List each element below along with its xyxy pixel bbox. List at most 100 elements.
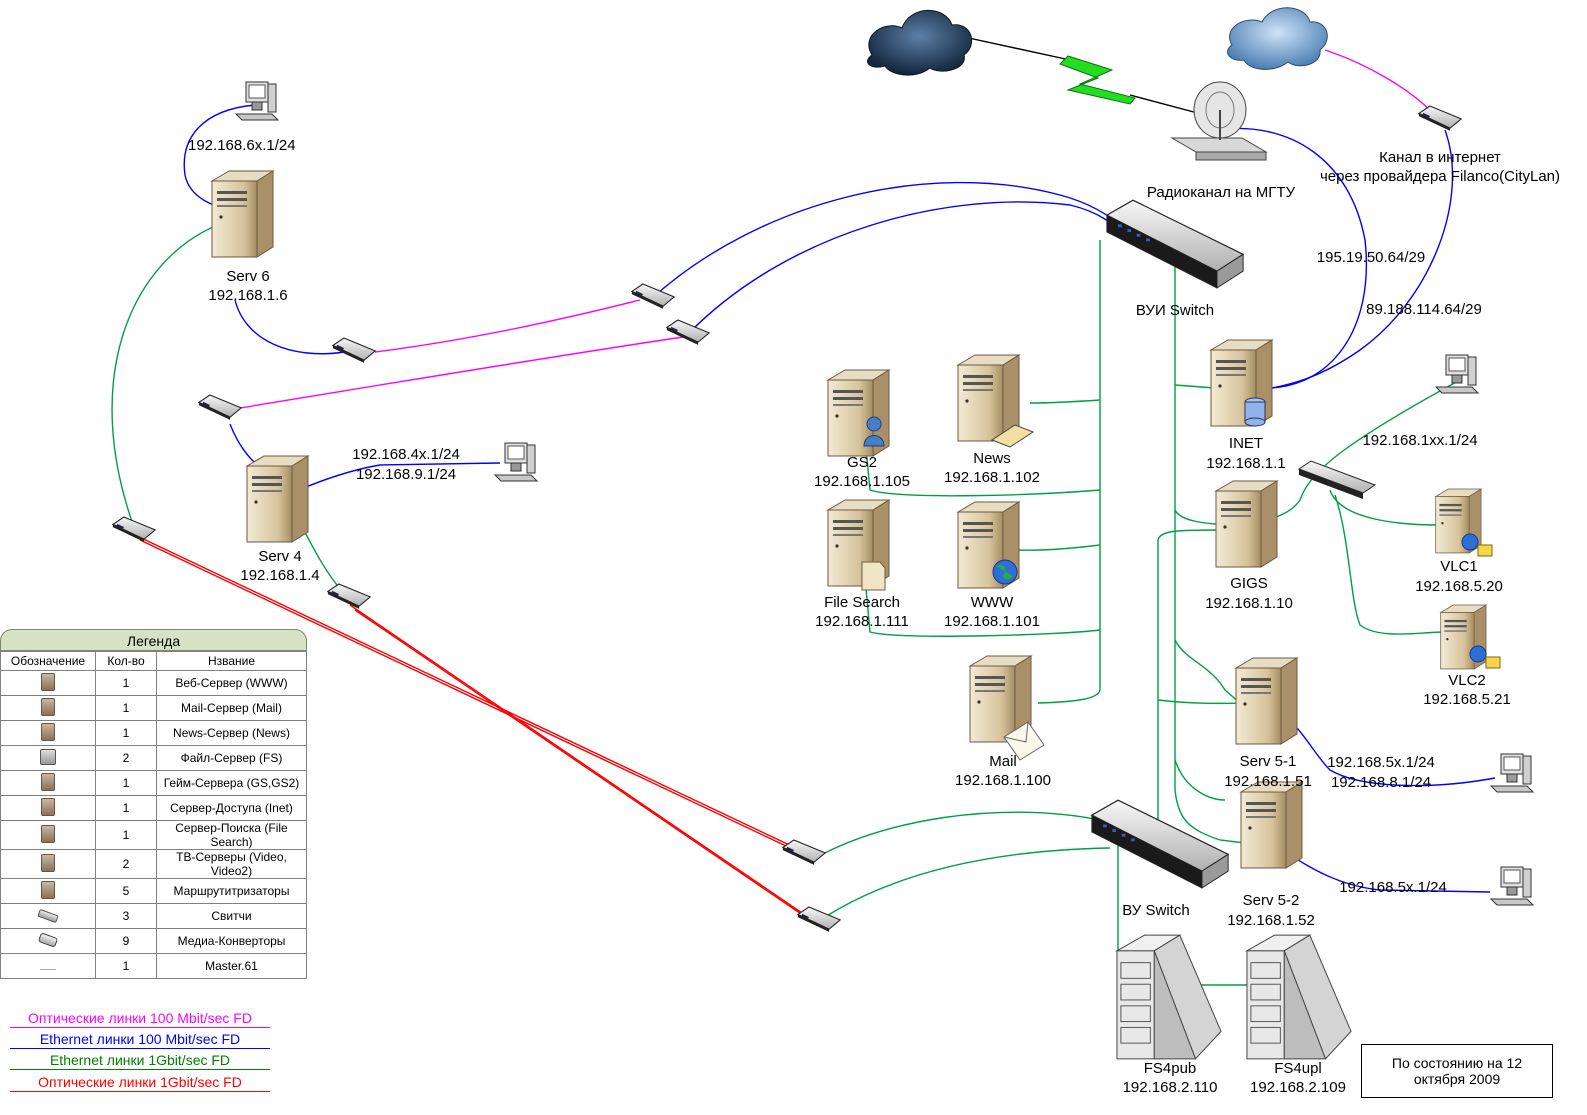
server-ip: 192.168.1.101 [944, 613, 1040, 630]
legend-count: 1 [95, 695, 157, 721]
legend-row: 3 Свитчи [0, 903, 307, 929]
legend-name: Сервер-Поиска (File Search) [156, 820, 307, 850]
legend-count: 1 [95, 770, 157, 796]
link-type-ethernet-1g: Ethernet линки 1Gbit/sec FD [10, 1052, 270, 1070]
link-type-ethernet-100: Ethernet линки 100 Mbit/sec FD [10, 1031, 270, 1049]
server-name: GS2 [847, 454, 877, 471]
workstation-icon [1435, 354, 1479, 394]
legend-header: Обозначение [0, 651, 96, 671]
workstation-icon [235, 81, 279, 121]
user-icon [863, 416, 885, 447]
server-ip: 192.168.5.20 [1415, 578, 1503, 595]
legend-row: 1 Master.61 [0, 953, 307, 979]
legend-table: Легенда Обозначение Кол-во Нзвание 1 Веб… [0, 629, 307, 979]
legend-count: 2 [95, 849, 157, 879]
legend-row: 5 Маршрутитризаторы [0, 878, 307, 904]
server-ip: 192.168.1.100 [955, 772, 1051, 789]
media-converter-icon [666, 319, 710, 346]
cloud-icon-isp [1227, 7, 1328, 70]
server-ip: 192.168.1.10 [1205, 595, 1293, 612]
legend-row: 1 News-Сервер (News) [0, 720, 307, 746]
legend-row: 1 Веб-Сервер (WWW) [0, 670, 307, 696]
search-server-icon [41, 824, 55, 843]
server-name: VLC1 [1440, 558, 1478, 575]
radio-lightning [1059, 55, 1136, 105]
server-ip: 192.168.1.102 [944, 469, 1040, 486]
legend-count: 1 [95, 670, 157, 696]
legend-name: Веб-Сервер (WWW) [156, 670, 307, 696]
server-icon-gigs [1215, 480, 1278, 568]
link-type-optical-100: Оптические линки 100 Mbit/sec FD [10, 1010, 270, 1028]
server-name: INET [1229, 435, 1263, 452]
legend-name: Свитчи [156, 903, 307, 929]
server-name: File Search [824, 594, 900, 611]
server-ip: 192.168.2.110 [1123, 1079, 1218, 1096]
server-ip: 192.168.1.51 [1224, 773, 1312, 790]
legend-name: Сервер-Доступа (Inet) [156, 795, 307, 821]
legend-row: 2 Файл-Сервер (FS) [0, 745, 307, 771]
legend-row: 1 Гейм-Сервера (GS,GS2) [0, 770, 307, 796]
file-server-icon [40, 748, 56, 765]
legend-row: 2 ТВ-Серверы (Video, Video2) [0, 849, 307, 879]
optical-1g-links [134, 534, 811, 921]
server-icon-serv51 [1235, 657, 1298, 745]
media-converter-icon [332, 337, 376, 364]
server-ip: 192.168.1.1 [1206, 455, 1285, 472]
media-converter-icon [1418, 105, 1462, 132]
subnet-label: 192.168.9.1/24 [356, 466, 456, 483]
vu-switch-icon [1091, 799, 1229, 889]
legend-header: Кол-во [95, 651, 157, 671]
media-converter-icon [797, 906, 841, 933]
legend-name: Маршрутитризаторы [156, 878, 307, 904]
legend-count: 1 [95, 820, 157, 850]
server-ip: 192.168.5.21 [1423, 691, 1511, 708]
server-ip: 192.168.1.52 [1227, 912, 1315, 929]
server-icon-serv4 [246, 455, 309, 543]
legend-row: 9 Медиа-Конверторы [0, 928, 307, 954]
isp-label: через провайдера Filanco(CityLan) [1320, 168, 1560, 185]
line-icon [40, 969, 56, 970]
server-icon-serv6 [211, 170, 274, 258]
legend-row: 1 Сервер-Доступа (Inet) [0, 795, 307, 821]
media-converter-icon [198, 394, 242, 421]
subnet-label: 192.168.5x.1/24 [1327, 754, 1435, 771]
server-name: WWW [971, 594, 1014, 611]
radio-link [954, 34, 1206, 116]
server-name: Serv 5-1 [1240, 753, 1297, 770]
switch-label: ВУИ Switch [1136, 302, 1214, 319]
legend-row: 1 Mail-Сервер (Mail) [0, 695, 307, 721]
media-converter-icon [37, 932, 59, 948]
server-name: Mail [989, 753, 1017, 770]
server-ip: 192.168.1.105 [814, 473, 910, 490]
legend-count: 2 [95, 745, 157, 771]
server-name: Serv 4 [258, 548, 301, 565]
subnet-label: 192.168.4x.1/24 [352, 446, 460, 463]
envelope-icon [1003, 721, 1045, 761]
web-server-icon [41, 672, 55, 691]
subnet-label: 195.19.50.64/29 [1317, 249, 1425, 266]
legend-name: Файл-Сервер (FS) [156, 745, 307, 771]
news-feed-icon [990, 424, 1035, 448]
legend-count: 1 [95, 953, 157, 979]
subnet-label: 192.168.5x.1/24 [1339, 879, 1447, 896]
server-ip: 192.168.1.4 [240, 567, 319, 584]
legend-name: Медиа-Конверторы [156, 928, 307, 954]
legend-header: Нзвание [156, 651, 307, 671]
media-converter-icon [782, 839, 826, 866]
globe-icon [1461, 533, 1493, 557]
server-name: FS4pub [1144, 1060, 1197, 1077]
date-note: По состоянию на 12 октября 2009 [1361, 1044, 1553, 1098]
legend-name: News-Сервер (News) [156, 720, 307, 746]
link-type-optical-1g: Оптические линки 1Gbit/sec FD [10, 1074, 270, 1092]
globe-icon [992, 559, 1018, 585]
radio-label: Радиоканал на МГТУ [1147, 184, 1296, 201]
legend-count: 9 [95, 928, 157, 954]
server-ip: 192.168.1.111 [815, 613, 909, 630]
switch-label: ВУ Switch [1122, 902, 1189, 919]
game-server-icon [41, 772, 55, 791]
legend-count: 1 [95, 720, 157, 746]
server-name: Serv 5-2 [1243, 892, 1300, 909]
subnet-label: 192.168.1xx.1/24 [1362, 432, 1477, 449]
server-name: Serv 6 [226, 268, 269, 285]
server-name: GIGS [1230, 575, 1268, 592]
